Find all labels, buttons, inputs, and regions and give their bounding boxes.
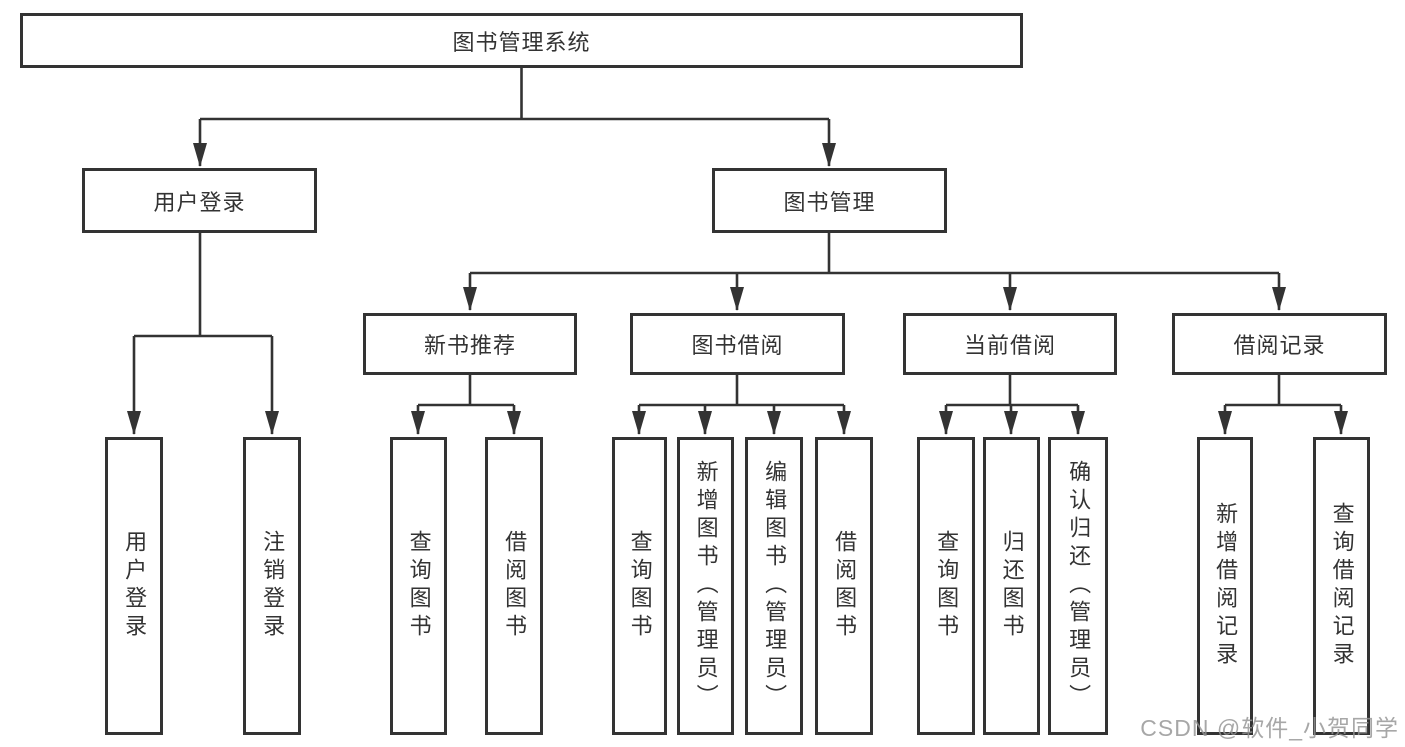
leaf-borrow-books-borrowing: 借阅图书 <box>815 437 873 735</box>
leaf-query-books-current: 查询图书 <box>917 437 975 735</box>
node-current-borrowing: 当前借阅 <box>903 313 1117 375</box>
leaf-edit-book-admin: 编辑图书（管理员） <box>745 437 803 735</box>
node-library-management-system: 图书管理系统 <box>20 13 1023 68</box>
leaf-label: 确认归还（管理员） <box>1066 460 1092 712</box>
leaf-label: 注销登录 <box>260 530 286 642</box>
leaf-label: 新增图书（管理员） <box>693 460 719 712</box>
leaf-logout: 注销登录 <box>243 437 301 735</box>
node-borrowing-records: 借阅记录 <box>1172 313 1387 375</box>
node-label: 图书借阅 <box>691 333 784 358</box>
leaf-label: 查询图书 <box>934 530 960 642</box>
leaf-query-borrow-record: 查询借阅记录 <box>1313 437 1370 735</box>
leaf-add-borrow-record: 新增借阅记录 <box>1197 437 1253 735</box>
leaf-label: 查询图书 <box>627 530 653 642</box>
node-label: 当前借阅 <box>963 333 1056 358</box>
node-book-management: 图书管理 <box>712 168 947 233</box>
node-label: 图书管理系统 <box>452 29 591 55</box>
leaf-label: 借阅图书 <box>502 530 528 642</box>
leaf-label: 查询借阅记录 <box>1329 502 1355 670</box>
leaf-query-books-borrowing: 查询图书 <box>612 437 667 735</box>
leaf-label: 归还图书 <box>999 530 1025 642</box>
watermark: CSDN @软件_小贺同学 <box>1140 715 1399 741</box>
node-book-borrowing: 图书借阅 <box>630 313 845 375</box>
node-user-login: 用户登录 <box>82 168 317 233</box>
node-label: 用户登录 <box>153 189 246 215</box>
leaf-label: 新增借阅记录 <box>1213 502 1239 670</box>
node-new-book-recommendation: 新书推荐 <box>363 313 577 375</box>
node-label: 新书推荐 <box>423 333 516 358</box>
leaf-label: 编辑图书（管理员） <box>762 460 788 712</box>
leaf-query-books-recommendation: 查询图书 <box>390 437 447 735</box>
node-label: 图书管理 <box>783 189 876 215</box>
leaf-user-login: 用户登录 <box>105 437 163 735</box>
leaf-label: 借阅图书 <box>832 530 858 642</box>
leaf-confirm-return-admin: 确认归还（管理员） <box>1048 437 1108 735</box>
leaf-label: 查询图书 <box>406 530 432 642</box>
leaf-return-books: 归还图书 <box>983 437 1040 735</box>
leaf-add-book-admin: 新增图书（管理员） <box>677 437 734 735</box>
leaf-borrow-books-recommendation: 借阅图书 <box>485 437 543 735</box>
node-label: 借阅记录 <box>1233 333 1326 358</box>
leaf-label: 用户登录 <box>122 530 148 642</box>
